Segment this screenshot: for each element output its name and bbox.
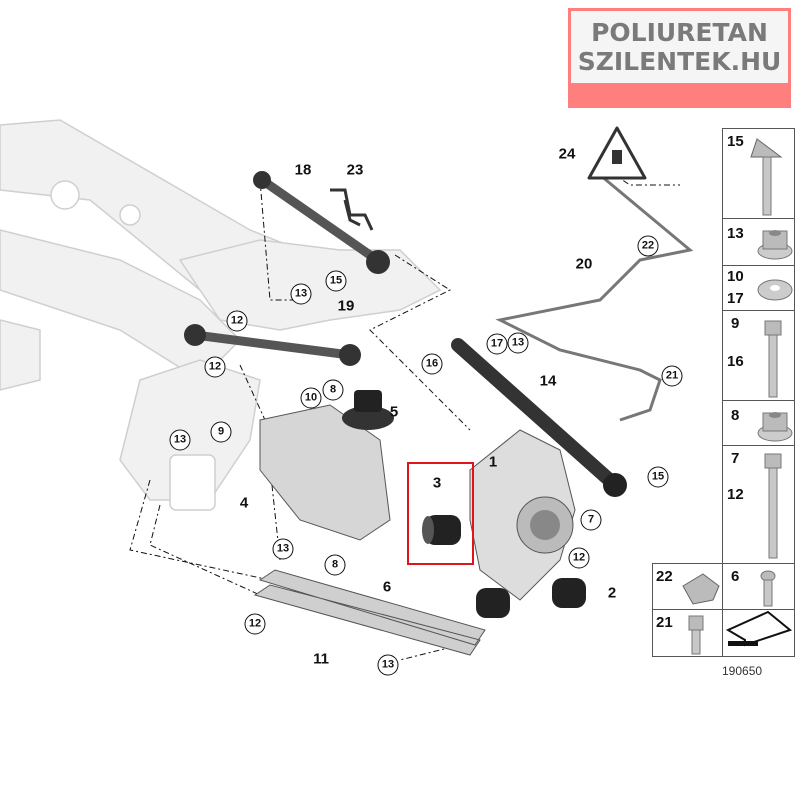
label-5: 5 <box>389 403 399 421</box>
part-number: 9 <box>731 315 740 332</box>
control-arm-19 <box>184 324 361 366</box>
label-11: 11 <box>313 650 329 668</box>
logo-line-2: SZILENTEK.HU <box>577 47 782 76</box>
label-1: 1 <box>488 453 498 471</box>
callout: 13 <box>272 538 294 560</box>
control-arm-18 <box>253 171 390 274</box>
callout: 7 <box>580 509 602 531</box>
callout: 12 <box>204 356 226 378</box>
part-number: 6 <box>731 568 740 585</box>
callout: 12 <box>568 547 590 569</box>
part-number: 8 <box>731 407 740 424</box>
label-4: 4 <box>239 494 249 512</box>
highlight-box-part-3 <box>407 462 474 565</box>
panel-row-8: 8 <box>722 400 795 446</box>
callout: 13 <box>169 429 191 451</box>
part-number: 13 <box>727 225 744 242</box>
socket-screw-icon <box>688 615 704 655</box>
callout: 12 <box>244 613 266 635</box>
warning-sign-24 <box>587 126 647 180</box>
label-24: 24 <box>558 145 576 163</box>
callout: 15 <box>647 466 669 488</box>
panel-row-22: 22 <box>652 563 723 610</box>
panel-row-13: 13 <box>722 218 795 266</box>
direction-arrow-icon <box>725 610 793 647</box>
callout: 8 <box>324 554 346 576</box>
collar-nut-icon <box>757 412 793 442</box>
callout: 13 <box>290 283 312 305</box>
part-number: 21 <box>656 614 673 631</box>
callout: 16 <box>421 353 443 375</box>
label-2: 2 <box>607 584 617 602</box>
control-arm-14 <box>451 338 627 497</box>
callout: 13 <box>377 654 399 676</box>
part-number: 10 <box>727 268 744 285</box>
logo-line-1: POLIURETAN <box>591 18 768 47</box>
label-19: 19 <box>337 297 355 315</box>
part-number: 15 <box>727 133 744 150</box>
label-6: 6 <box>382 578 392 596</box>
label-3: 3 <box>432 474 442 492</box>
panel-row-9-16: 9 16 <box>722 310 795 401</box>
callout: 17 <box>486 333 508 355</box>
wheel-carrier-1 <box>469 429 576 601</box>
strut-11 <box>253 569 486 656</box>
label-23: 23 <box>346 161 364 179</box>
collar-nut-icon <box>757 230 793 260</box>
callout: 13 <box>507 332 529 354</box>
panel-row-6: 6 <box>722 563 795 610</box>
callout: 10 <box>300 387 322 409</box>
label-18: 18 <box>294 161 312 179</box>
panel-row-15: 15 <box>722 128 795 219</box>
part-number: 16 <box>727 353 744 370</box>
lower-arm-4 <box>259 404 391 541</box>
label-20: 20 <box>575 255 593 273</box>
bushing-2 <box>476 578 586 618</box>
bolt-with-washer-icon <box>750 138 783 216</box>
torx-bolt-icon <box>760 570 776 607</box>
callout: 8 <box>322 379 344 401</box>
panel-row-7-12: 7 12 <box>722 445 795 564</box>
panel-row-21: 21 <box>652 609 723 657</box>
callout: 12 <box>226 310 248 332</box>
bushing-3 <box>422 515 461 545</box>
mount-5 <box>342 390 394 430</box>
panel-row-10-17: 10 17 <box>722 265 795 311</box>
callout: 9 <box>210 421 232 443</box>
diagram-number: 190650 <box>722 664 763 678</box>
part-number: 12 <box>727 486 744 503</box>
cable-clip-icon <box>682 573 720 605</box>
part-number: 22 <box>656 568 673 585</box>
part-number: 17 <box>727 290 744 307</box>
washer-icon <box>757 279 793 301</box>
callout: 21 <box>661 365 683 387</box>
sensor-wire-20 <box>495 173 694 422</box>
rear-subframe <box>0 119 442 511</box>
hex-bolt-icon <box>764 320 782 398</box>
part-number: 7 <box>731 450 740 467</box>
label-14: 14 <box>539 372 557 390</box>
callout: 15 <box>325 270 347 292</box>
long-hex-bolt-icon <box>764 453 782 559</box>
panel-row-arrow <box>722 609 795 657</box>
callout: 22 <box>637 235 659 257</box>
bracket-23 <box>330 188 374 231</box>
